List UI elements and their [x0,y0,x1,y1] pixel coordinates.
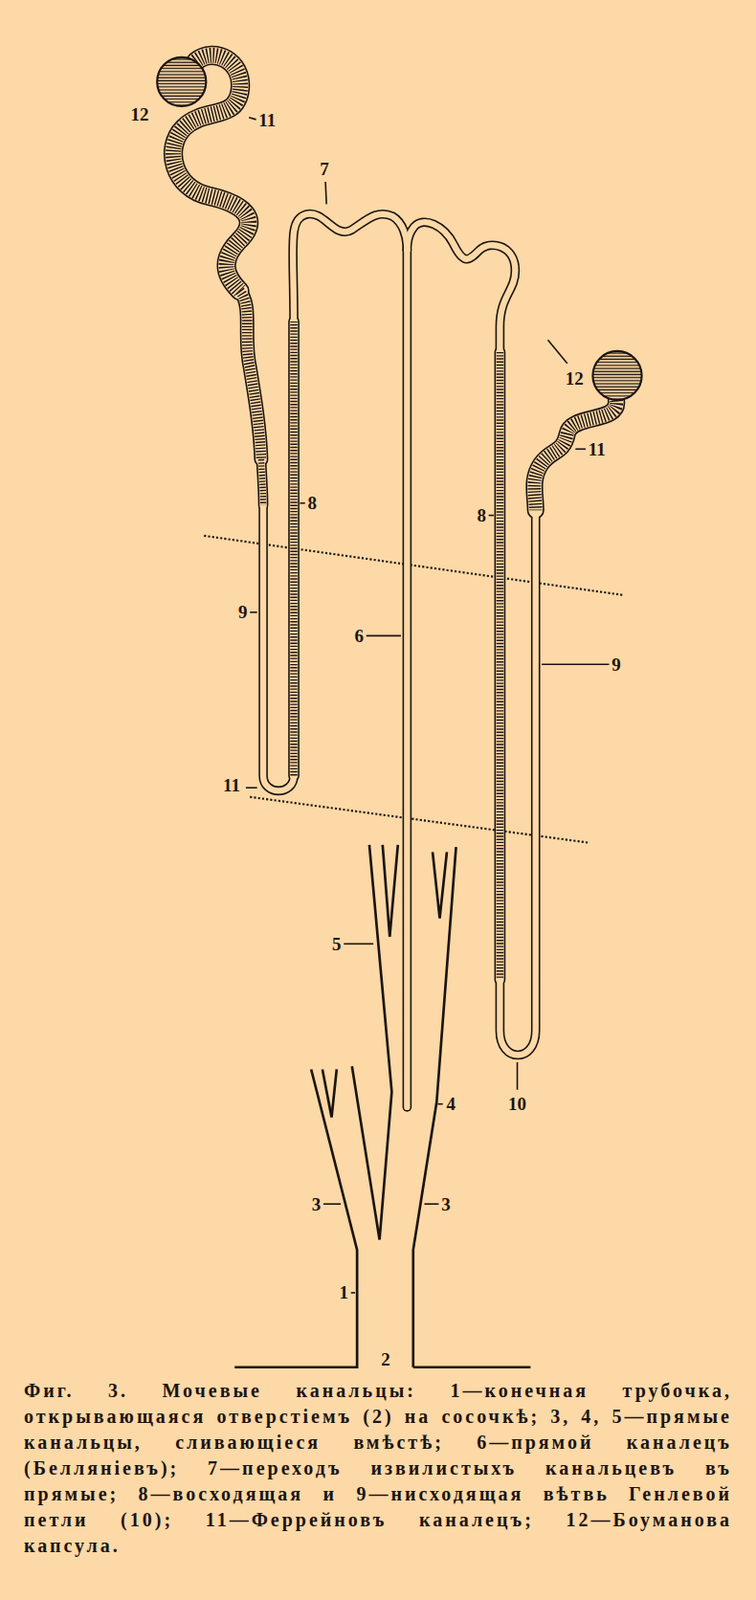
callout-number: 2 [380,1350,391,1369]
leader-line [249,611,257,614]
tubule-lumen [499,510,535,1055]
tubule-wall [499,510,535,1055]
bowman-capsule [156,57,206,107]
callout-number: 9 [238,602,248,622]
tubule-walls [173,55,617,1108]
tubule-wall [240,290,262,460]
tubule-wall [261,459,264,506]
leader-line [299,502,305,505]
leader-line [366,635,401,638]
duct-line [322,1068,337,1117]
tubule-wall [288,321,300,776]
bowman-capsule [592,351,642,401]
duct-line [432,851,447,918]
tubule-lumen [495,352,505,980]
leader-line [325,181,327,204]
leader-line [548,339,568,364]
leader-line [343,943,374,946]
callout-number: 12 [565,369,584,388]
epithelium-hatching [173,55,617,980]
hatching [289,321,297,776]
tubule-lumen [533,400,617,511]
leader-line [424,1202,440,1205]
callout-number: 11 [588,440,606,459]
tubule-lumen [173,55,617,1108]
hatching [261,459,264,506]
tubule-lumen [240,290,262,460]
callout-number: 8 [476,506,487,525]
tubule-wall [406,222,515,353]
leader-line [351,1291,356,1294]
duct-line [234,1068,357,1367]
leader-line [516,1062,519,1090]
hatching [240,290,262,460]
tubule-wall [533,400,617,511]
leader-lines [245,117,610,1293]
callout-number: 4 [445,1094,456,1113]
duct-line [382,844,399,937]
leader-line [489,514,494,517]
callout-number: 12 [131,105,150,124]
tubule-lumen [261,459,264,506]
figure-caption: Фиг. 3. Мочевые канальцы: 1—конечная тру… [23,1378,733,1559]
tubule-wall [494,352,507,980]
tubule-wall [292,213,407,322]
tubule-lumen [403,249,410,1108]
leader-line [323,1202,341,1205]
duct-line [413,846,457,1368]
callout-number: 1 [339,1283,350,1302]
callout-number: 7 [319,159,330,178]
tubule-lumen [406,222,515,353]
leader-line [575,447,586,450]
hatching [496,352,504,980]
callout-number: 10 [508,1094,527,1113]
tubule-wall [402,249,413,1108]
callout-number: 6 [355,626,365,645]
callout-number: 11 [222,776,241,795]
leader-line [245,786,258,789]
tubule-lumen [289,321,299,776]
tubule-lumen [292,213,407,322]
duct-line [413,1365,532,1369]
callout-number: 3 [311,1195,322,1214]
duct-line [352,844,393,1241]
callout-number: 9 [611,655,622,674]
hatching [533,400,617,511]
tubule-lumen [263,505,294,792]
leader-line [248,117,256,120]
callout-number: 8 [307,493,317,512]
callout-number: 3 [441,1195,451,1214]
leader-line [541,663,609,666]
callout-number: 5 [332,934,342,954]
collecting-ducts [234,844,531,1368]
leader-line [437,1103,443,1106]
callout-number: 11 [258,111,276,130]
